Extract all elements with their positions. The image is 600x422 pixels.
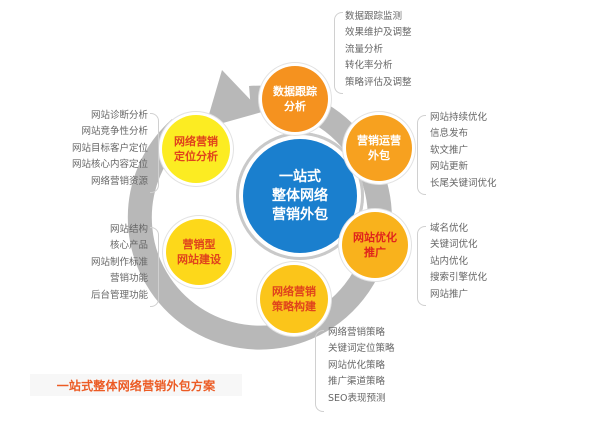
node-label-line: 网络营销 (174, 135, 218, 148)
arrowhead-icon (205, 70, 262, 128)
list-item: 域名优化 (430, 223, 469, 234)
list-item: 营销功能 (109, 273, 148, 285)
center-line-1: 一站式 (279, 168, 321, 185)
list-item: 流量分析 (345, 43, 384, 55)
list-site-optimization: 域名优化 关键词优化 站内优化 搜索引擎优化 网站推广 (430, 221, 487, 303)
list-item: 搜索引擎优化 (430, 272, 488, 284)
brace-operations (417, 115, 426, 195)
brace-positioning (150, 113, 159, 193)
list-item: 网站竞争性分析 (81, 126, 148, 138)
center-line-2: 整体网络 (272, 187, 328, 204)
list-item: 网站目标客户定位 (71, 142, 148, 154)
brace-data-tracking (334, 12, 343, 94)
list-item: 核心产品 (109, 240, 148, 252)
list-operations: 网站持续优化 信息发布 软文推广 网站更新 长尾关键词优化 (430, 110, 497, 192)
center-circle: 一站式 整体网络 营销外包 (243, 139, 357, 253)
brace-site-optimization (417, 226, 426, 306)
node-operations-outsourcing: 营销运营 外包 (346, 115, 412, 181)
node-positioning-analysis: 网络营销 定位分析 (162, 115, 230, 183)
node-label-line: 策略构建 (272, 300, 316, 313)
list-item: 数据跟踪监测 (345, 11, 403, 22)
node-label-line: 数据跟踪 (273, 85, 317, 98)
list-item: 网络营销策略 (328, 327, 386, 338)
node-label-line: 营销型 (182, 238, 216, 251)
list-strategy: 网络营销策略 关键词定位策略 网站优化策略 推广渠道策略 SEO表现预测 (328, 325, 395, 407)
list-item: 网站更新 (430, 161, 469, 173)
list-item: 网站核心内容定位 (71, 159, 148, 171)
node-label-line: 推广 (364, 246, 386, 259)
list-item: 网站持续优化 (430, 112, 488, 123)
list-item: 信息发布 (430, 128, 469, 140)
list-item: 网站制作标准 (90, 256, 148, 268)
node-label-line: 网络营销 (272, 285, 316, 298)
list-item: 转化率分析 (345, 60, 393, 72)
brace-site-building (150, 227, 159, 307)
node-site-building: 营销型 网站建设 (166, 219, 232, 285)
list-item: 网站诊断分析 (90, 110, 148, 121)
caption-banner: 一站式整体网络营销外包方案 (30, 374, 242, 396)
list-site-building: 网站结构 核心产品 网站制作标准 营销功能 后台管理功能 (91, 222, 148, 304)
list-item: 站内优化 (430, 255, 469, 267)
node-label-line: 营销运营 (357, 134, 401, 147)
node-label-line: 定位分析 (174, 150, 218, 163)
list-item: 关键词优化 (430, 239, 478, 251)
list-item: 网络营销资源 (90, 175, 148, 187)
list-item: 策略评估及调整 (345, 76, 412, 88)
list-item: 后台管理功能 (90, 289, 148, 301)
list-item: 关键词定位策略 (328, 343, 395, 355)
list-item: 网站优化策略 (328, 359, 386, 371)
list-item: 长尾关键词优化 (430, 177, 497, 189)
brace-strategy (315, 330, 324, 412)
node-label-line: 网站建设 (177, 253, 221, 266)
list-item: 效果维护及调整 (345, 27, 412, 39)
node-label-line: 网站优化 (353, 231, 397, 244)
node-data-tracking: 数据跟踪 分析 (262, 66, 328, 132)
node-site-optimization: 网站优化 推广 (342, 212, 408, 278)
list-item: 网站推广 (430, 288, 469, 300)
node-label-line: 外包 (368, 149, 390, 162)
list-item: 网站结构 (109, 224, 148, 235)
list-item: 软文推广 (430, 144, 469, 156)
center-line-3: 营销外包 (272, 206, 328, 223)
list-data-tracking: 数据跟踪监测 效果维护及调整 流量分析 转化率分析 策略评估及调整 (345, 9, 412, 91)
node-strategy-building: 网络营销 策略构建 (260, 265, 328, 333)
list-item: 推广渠道策略 (328, 376, 386, 388)
node-label-line: 分析 (284, 100, 306, 113)
list-item: SEO表现预测 (328, 392, 386, 404)
list-positioning: 网站诊断分析 网站竞争性分析 网站目标客户定位 网站核心内容定位 网络营销资源 (72, 108, 148, 190)
